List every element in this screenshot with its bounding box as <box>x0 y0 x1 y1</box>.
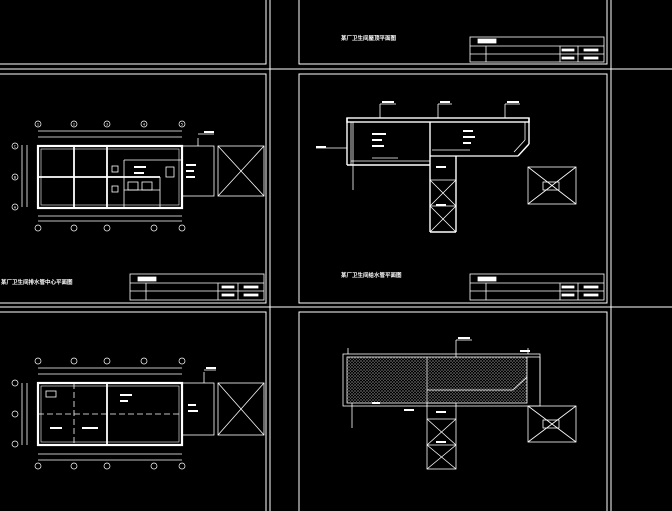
sheet-bottom-left <box>11 357 265 470</box>
sheet-bottom-right-frame <box>298 311 608 511</box>
grid-axis-top <box>11 120 186 232</box>
stair-box-bottom-left <box>217 382 265 436</box>
grid-bubble-label: A <box>14 205 17 209</box>
sheet-mid-left-caption: 某厂卫生间排水管中心平面图 <box>1 278 73 286</box>
roof-plan-bottom-right <box>342 337 577 470</box>
floor-plan-bottom-left <box>21 367 265 461</box>
sheet-top-right: 某厂卫生间屋顶平面图 <box>341 34 605 63</box>
sheet-mid-right-frame <box>298 73 608 304</box>
pipe-plan-mid-right <box>316 101 577 233</box>
sheet-bottom-left-frame <box>0 311 267 511</box>
grid-bubble-label: 4 <box>143 122 146 126</box>
stair-box-mid-left <box>217 145 265 197</box>
stair-box-mid-right <box>527 166 577 205</box>
floor-plan-mid-left <box>21 130 265 222</box>
sheet-mid-right: 某厂卫生间给水管平面图 <box>316 101 605 301</box>
title-block <box>469 273 605 301</box>
grid-bubble-label: 1 <box>37 122 39 126</box>
grid-bubble-label: 5 <box>181 122 183 126</box>
grid-bubble-label: B <box>14 175 17 179</box>
grid-bubble-label: 2 <box>73 122 75 126</box>
roof-hatch-main <box>346 356 528 404</box>
sheet-bottom-right <box>342 337 577 470</box>
stair-box-bottom-right <box>527 405 577 443</box>
sheet-top-right-frame <box>298 0 608 65</box>
sheet-mid-left: 1 2 3 4 5 C B A 某厂卫生间排水管中心平面图 <box>1 120 265 301</box>
title-block <box>129 273 265 301</box>
sheet-top-right-caption: 某厂卫生间屋顶平面图 <box>341 34 397 42</box>
grid-bubble-label: C <box>14 144 17 148</box>
sheet-top-left-frame <box>0 0 267 65</box>
sheet-mid-left-frame <box>0 73 267 304</box>
grid-bubble-label: 3 <box>106 122 108 126</box>
sheet-mid-right-caption: 某厂卫生间给水管平面图 <box>341 271 402 279</box>
title-block <box>469 36 605 63</box>
